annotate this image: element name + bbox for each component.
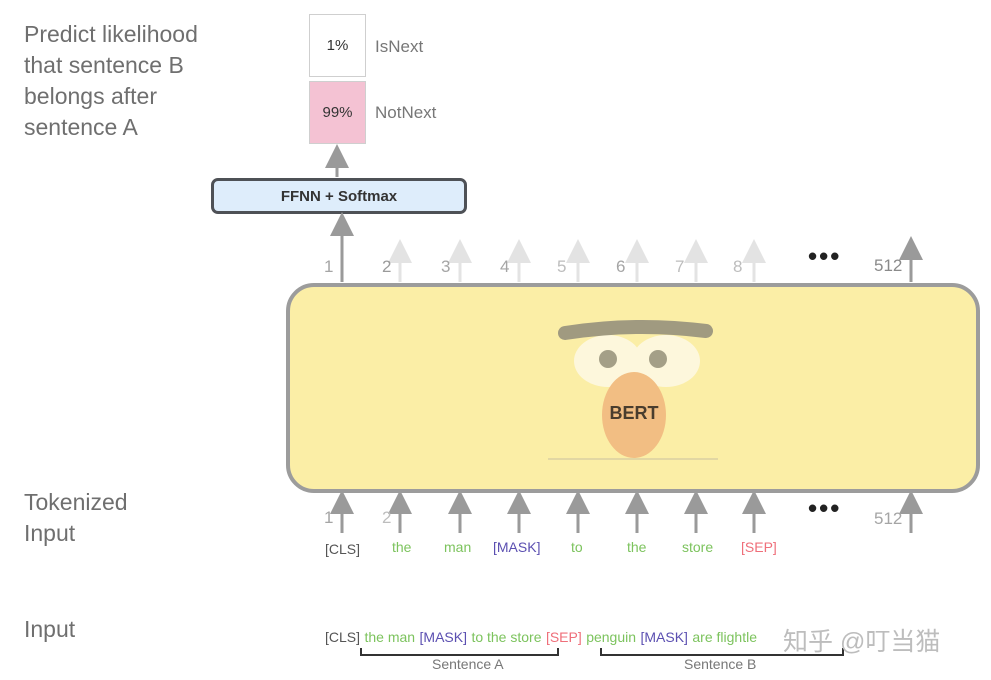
bert-eyebrow: [558, 319, 713, 340]
notnext-prob: 99%: [322, 104, 353, 121]
bottom-position-512: 512: [874, 509, 903, 528]
top-position-6: 6: [616, 257, 626, 276]
token-the-2: the: [627, 539, 647, 555]
top-position-4: 4: [500, 257, 510, 276]
isnext-prob-box: 1%: [309, 14, 366, 77]
input-to-the-store: to the store: [471, 629, 542, 645]
bert-label: BERT: [609, 403, 659, 423]
sentence-a-bracket: [360, 648, 559, 656]
token-mask: [MASK]: [493, 539, 541, 555]
input-mask-2: [MASK]: [640, 629, 688, 645]
top-position-1: 1: [324, 257, 334, 276]
top-position-512: 512: [874, 256, 903, 275]
tokenized-input-label: Tokenized Input: [24, 487, 128, 549]
token-cls: [CLS]: [325, 541, 361, 557]
top-position-7: 7: [675, 257, 685, 276]
predict-label-line-2: that sentence B: [24, 52, 184, 78]
notnext-prob-box: 99%: [309, 81, 366, 144]
predict-label: Predict likelihood that sentence B belon…: [24, 19, 198, 143]
bert-face: [548, 319, 718, 460]
ffnn-softmax-box: FFNN + Softmax: [211, 178, 467, 214]
input-sequence: [CLS] the man [MASK] to the store [SEP] …: [325, 629, 757, 647]
bert-left-pupil: [599, 350, 617, 368]
token-man: man: [444, 539, 472, 555]
input-the-man: the man: [364, 629, 416, 645]
top-ellipsis: •••: [808, 241, 842, 271]
bottom-ellipsis: •••: [808, 493, 842, 523]
token-sep: [SEP]: [741, 539, 777, 555]
input-mask-1: [MASK]: [419, 629, 467, 645]
notnext-label: NotNext: [375, 103, 437, 122]
ffnn-label: FFNN + Softmax: [280, 187, 398, 205]
token-the-1: the: [392, 539, 412, 555]
input-sep: [SEP]: [545, 629, 582, 645]
tokenized-label-line-1: Tokenized: [24, 489, 128, 515]
top-position-2: 2: [382, 257, 392, 276]
bottom-position-2: 2: [382, 508, 392, 527]
top-position-8: 8: [733, 257, 743, 276]
predict-label-line-1: Predict likelihood: [24, 21, 198, 47]
token-to: to: [571, 539, 583, 555]
bert-model-box: BERT: [286, 283, 980, 493]
sentence-b-label: Sentence B: [684, 656, 757, 672]
top-position-3: 3: [441, 257, 451, 276]
isnext-prob: 1%: [326, 37, 349, 54]
input-cls: [CLS]: [325, 629, 361, 645]
predict-label-line-3: belongs after: [24, 83, 157, 109]
tokenized-label-line-2: Input: [24, 520, 76, 546]
predict-label-line-4: sentence A: [24, 114, 138, 140]
bert-nose: [602, 372, 666, 458]
zhihu-watermark: 知乎 @叮当猫: [783, 628, 941, 656]
input-label: Input: [24, 616, 76, 642]
sentence-a-label: Sentence A: [432, 656, 504, 672]
input-penguin: penguin: [586, 629, 637, 645]
isnext-label: IsNext: [375, 37, 424, 56]
sentence-b-bracket: [600, 648, 844, 656]
bert-right-pupil: [649, 350, 667, 368]
token-store: store: [682, 539, 714, 555]
top-position-5: 5: [557, 257, 567, 276]
bottom-position-1: 1: [324, 508, 334, 527]
input-are-flightless: are flightle: [692, 629, 757, 645]
